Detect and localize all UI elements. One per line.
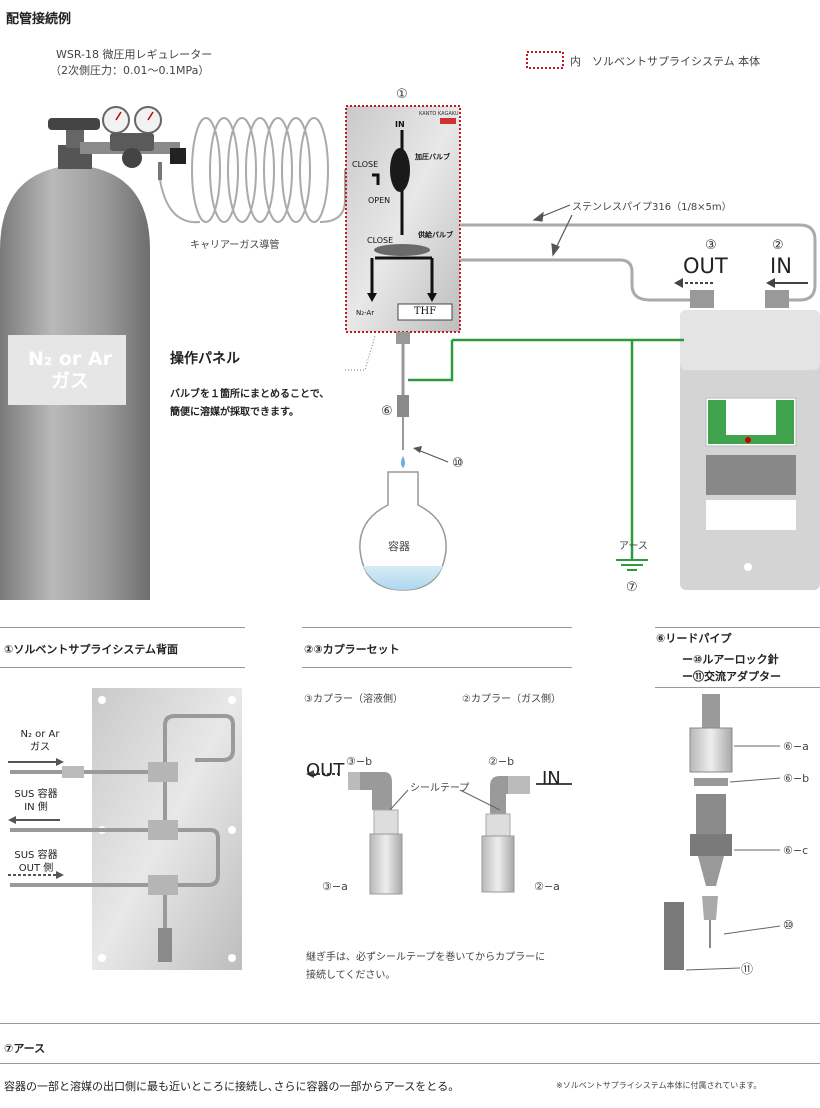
label-7: ⑦ [626, 580, 638, 595]
part-6a: ⑥−a [783, 740, 809, 753]
sec7-title: ⑦アース [4, 1042, 46, 1055]
coupler-3a: ③−a [322, 880, 348, 893]
main-diagram [0, 51, 820, 600]
rear-in-line2: IN 側 [24, 802, 48, 813]
gas-cylinder [0, 118, 150, 600]
label-3-port: ③ [705, 238, 717, 253]
label-10: ⑩ [452, 456, 464, 471]
coupler-2b: ②−b [488, 755, 515, 768]
earth-symbol [616, 559, 648, 571]
label-1: ① [396, 87, 408, 102]
coupler-note2: 接続してください。 [306, 970, 396, 981]
earth-label: アース [619, 541, 648, 552]
carrier-tube-label: キャリアーガス導管 [190, 240, 280, 251]
part-11: ⑪ [741, 962, 754, 976]
divider [302, 627, 572, 628]
panel-close1: CLOSE [352, 160, 379, 169]
panel-pointer [345, 335, 376, 371]
sec6-title1: ⑥リードパイプ [656, 632, 732, 645]
panel-supply-valve: 供給バルブ [418, 231, 453, 239]
label-6: ⑥ [381, 404, 393, 419]
regulator-name: WSR-18 微圧用レギュレーター [56, 48, 213, 61]
panel-n2ar: N₂-Ar [356, 309, 375, 317]
panel-pressure-valve: 加圧バルブ [415, 153, 450, 161]
page-title: 配管接続例 [6, 12, 72, 27]
stainless-pipes [460, 223, 817, 302]
sec6-title3: ー⑪交流アダプター [682, 670, 781, 683]
regulator [80, 106, 186, 180]
coupler-out: OUT [306, 760, 345, 781]
divider [0, 667, 245, 668]
sec23-title: ②③カプラーセット [304, 643, 400, 656]
rear-in-line1: SUS 容器 [14, 789, 58, 800]
pipe-pointers [532, 204, 573, 257]
cylinder-label: N₂ or Ar ガス [14, 348, 126, 392]
divider [655, 687, 820, 688]
rear-out-line1: SUS 容器 [14, 850, 58, 861]
flask [359, 471, 447, 591]
needle-pointer [417, 449, 449, 463]
coupler-2a: ②−a [534, 880, 560, 893]
panel-thf: THF [413, 306, 437, 317]
operation-panel [345, 105, 461, 333]
rear-out-line2: OUT 側 [18, 863, 54, 874]
divider [0, 1063, 820, 1064]
panel-close2: CLOSE [367, 236, 394, 245]
panel-brand: KANTO KAGAKU [419, 111, 459, 117]
carrier-gas-coil [159, 117, 356, 224]
op-panel-desc2: 簡便に溶媒が採取できます。 [170, 407, 299, 418]
coupler-in: IN [542, 768, 561, 789]
rear-out-label: SUS 容器 OUT 側 [4, 849, 68, 875]
label-2-port: ② [772, 238, 784, 253]
sec6-title2: ー⑩ルアーロック針 [682, 653, 779, 666]
divider [0, 1023, 820, 1024]
coupler-left-caption: ③カプラー（溶液側） [304, 694, 403, 705]
op-panel-desc1: バルブを１箇所にまとめることで、 [170, 389, 330, 400]
lead-pipe-diagram [664, 694, 781, 971]
sec7-note: ※ソルベントサプライシステム本体に付属されています。 [556, 1081, 762, 1090]
stainless-pipe-label: ステンレスパイプ316（1/8×5m） [572, 202, 732, 213]
divider [302, 667, 572, 668]
rear-gas-line2: ガス [30, 742, 50, 753]
divider [0, 627, 245, 628]
rear-gas-label: N₂ or Ar ガス [10, 728, 70, 754]
rear-in-label: SUS 容器 IN 側 [4, 788, 68, 814]
panel-open: OPEN [368, 196, 391, 205]
cylinder-label-line2: ガス [50, 370, 89, 392]
panel-in-label: IN [395, 120, 405, 129]
seal-tape-label: シールテープ [410, 783, 470, 794]
sec7-desc: 容器の一部と溶媒の出口側に最も近いところに接続し､さらに容器の一部からアースをと… [4, 1080, 460, 1093]
coupler-note1: 継ぎ手は、必ずシールテープを巻いてからカプラーに [306, 952, 546, 963]
earth-wires [408, 338, 684, 560]
part-6b: ⑥−b [783, 772, 810, 785]
cylinder-label-line1: N₂ or Ar [28, 348, 112, 370]
legend-swatch [526, 51, 564, 69]
coupler-diagram [306, 770, 572, 895]
part-10: ⑩ [783, 918, 794, 932]
in-port-label: IN [770, 254, 792, 278]
divider [655, 627, 820, 628]
rear-panel-diagram [8, 688, 242, 970]
rear-gas-line1: N₂ or Ar [20, 729, 60, 740]
port-arrows [674, 278, 808, 288]
coupler-right-caption: ②カプラー（ガス側） [462, 694, 561, 705]
flask-label: 容器 [388, 540, 410, 553]
out-port-label: OUT [683, 254, 728, 278]
lead-pipe [396, 332, 410, 468]
coupler-3b: ③−b [346, 755, 373, 768]
legend-label: 内 ソルベントサプライシステム 本体 [570, 55, 761, 68]
sec1-title: ①ソルベントサプライシステム背面 [4, 643, 178, 656]
part-6c: ⑥−c [783, 844, 809, 857]
solvent-unit [680, 290, 820, 590]
regulator-pressure: （2次側圧力：0.01～0.1MPa） [50, 64, 210, 77]
op-panel-title: 操作パネル [170, 351, 240, 367]
